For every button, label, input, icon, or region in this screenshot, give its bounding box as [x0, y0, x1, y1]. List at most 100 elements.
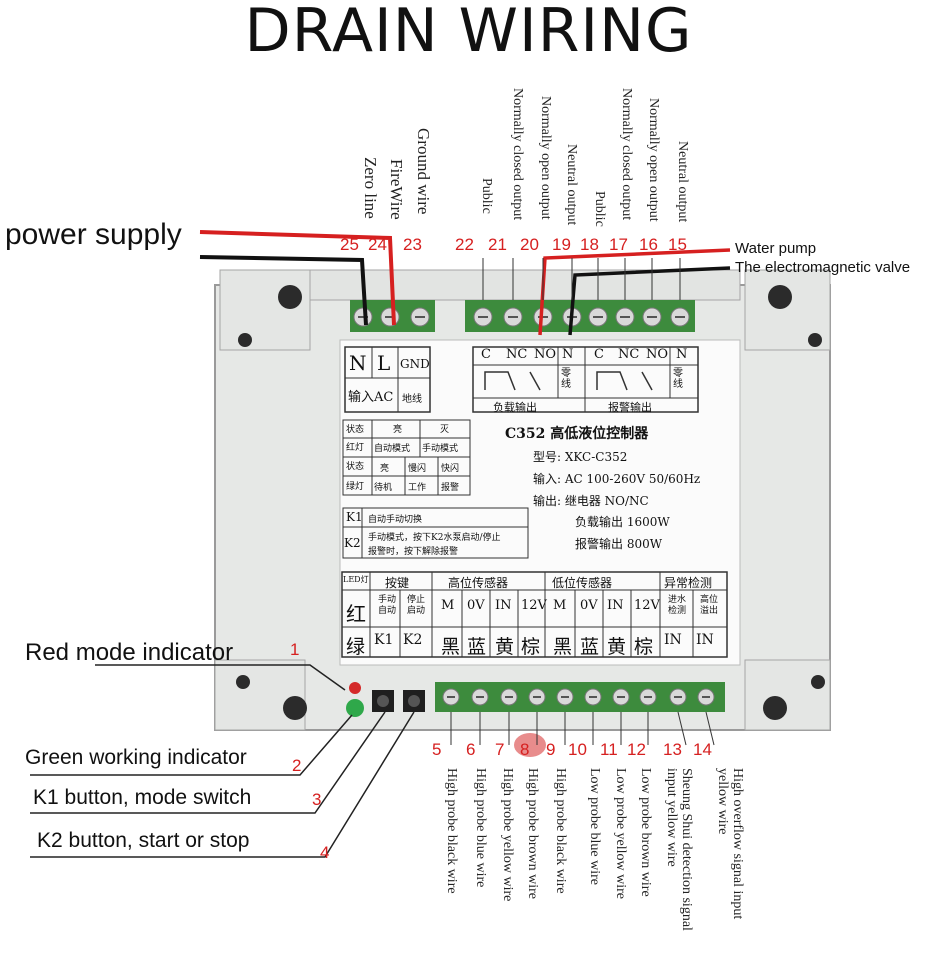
relay-contact: NO — [534, 347, 557, 362]
status-cell: 绿灯 — [346, 482, 365, 492]
sensor-header: 异常检测 — [664, 576, 713, 590]
pump-wire — [538, 248, 731, 336]
terminal-number: 15 — [668, 235, 687, 254]
sensor-header: 高位传感器 — [448, 576, 509, 590]
terminal-name: Normally open output — [538, 96, 553, 220]
sensor-cell: 停止启动 — [406, 595, 425, 616]
terminal-number: 20 — [520, 235, 539, 254]
k2-key: K2 — [344, 536, 361, 550]
leader-line — [705, 711, 715, 746]
sensor-cell: 蓝 — [580, 636, 600, 658]
sensor-header: LED灯 — [343, 575, 369, 584]
power-supply-label: power supply — [5, 218, 182, 251]
sensor-cell: 黑 — [553, 636, 573, 658]
alarm-output-caption: 报警输出 — [608, 401, 652, 414]
sensor-cell: 黄 — [607, 636, 627, 658]
terminal-number: 24 — [368, 235, 387, 254]
sensor-cell: IN — [664, 632, 682, 648]
sensor-cell: 黄 — [495, 636, 515, 658]
sensor-cell: 蓝 — [467, 636, 487, 658]
leader-line — [677, 711, 687, 746]
ground-caption: 地线 — [402, 394, 422, 405]
status-cell: 自动模式 — [374, 444, 411, 454]
terminal-name: Low probe blue wire — [587, 768, 602, 886]
relay-contact: N — [676, 347, 688, 362]
load-spec: 负载输出 1600W — [575, 515, 670, 529]
terminal-name: Normally open output — [646, 98, 661, 222]
mount-ear-top-left — [219, 269, 311, 351]
neutral-wire — [199, 255, 368, 326]
relay-contact: N — [562, 347, 574, 362]
status-cell: 慢闪 — [408, 464, 427, 474]
input-gnd: GND — [400, 357, 430, 371]
mount-hole — [283, 696, 307, 720]
terminal-name: Public — [592, 191, 607, 227]
status-cell: 状态 — [346, 425, 365, 435]
terminal-name: Low probe yellow wire — [613, 768, 628, 900]
callout-4: 4 — [320, 843, 330, 862]
status-cell: 状态 — [346, 462, 365, 472]
mount-hole — [808, 333, 822, 347]
sensor-cell: 12V — [634, 598, 660, 613]
k2-label: K2 button, start or stop — [37, 829, 250, 852]
terminal-number: 23 — [403, 235, 422, 254]
terminal-block-probes — [435, 682, 665, 712]
leader-green-indicator — [30, 714, 353, 776]
red-led — [349, 682, 361, 694]
terminal-number: 7 — [495, 740, 505, 759]
load-output-caption: 负载输出 — [493, 401, 537, 414]
status-cell: 待机 — [374, 483, 393, 493]
mount-ear-bottom-right — [744, 659, 831, 731]
input-caption: 输入AC — [348, 390, 394, 405]
input-l: L — [377, 351, 391, 375]
k1-key: K1 — [346, 510, 363, 524]
input-spec: 输入: AC 100-260V 50/60Hz — [533, 472, 701, 486]
relay-contact: NO — [646, 347, 669, 362]
sensor-cell: 进水检测 — [667, 595, 686, 616]
bottom-terminal-screws — [442, 688, 715, 706]
sensor-cell: M — [441, 598, 455, 613]
k2-desc-1: 手动模式，按下K2水泵启动/停止 — [368, 533, 501, 543]
sensor-cell: IN — [696, 632, 714, 648]
terminal-name: High probe yellow wire — [500, 768, 515, 902]
terminal-number: 8 — [520, 740, 530, 759]
neutral-caption-2: 零线 — [673, 368, 683, 390]
terminal-name: Sheung Shui detection signal input yello… — [664, 768, 694, 931]
terminal-number: 16 — [639, 235, 658, 254]
page-title: DRAIN WIRING — [244, 0, 693, 66]
status-cell: 报警 — [441, 483, 460, 493]
button-table — [342, 507, 529, 559]
status-cell: 手动模式 — [422, 444, 459, 454]
sensor-cell: 绿 — [346, 636, 366, 658]
top-leader-lines — [482, 258, 681, 300]
terminal-number: 6 — [466, 740, 476, 759]
sensor-cell: 棕 — [521, 636, 541, 658]
terminal-number: 13 — [663, 740, 682, 759]
front-label-panel — [339, 339, 741, 666]
k1-label: K1 button, mode switch — [33, 786, 252, 809]
terminal-number: 22 — [455, 235, 474, 254]
status-cell: 快闪 — [441, 464, 460, 474]
sensor-table — [341, 571, 728, 658]
model-title: C352 高低液位控制器 — [505, 426, 649, 442]
terminal-number: 10 — [568, 740, 587, 759]
housing-top-rail — [264, 269, 741, 301]
terminal-name: High probe brown wire — [525, 768, 540, 900]
terminal-number: 9 — [546, 740, 556, 759]
terminal-name: Low probe brown wire — [638, 768, 653, 897]
callout-3: 3 — [312, 790, 322, 809]
callout-1: 1 — [290, 640, 300, 659]
terminal-name: High probe black wire — [444, 768, 459, 894]
terminal-name: High overflow signal input yellow wire — [715, 768, 745, 920]
terminal-name: Normally closed output — [619, 88, 634, 221]
red-tab — [514, 733, 546, 757]
relay-contact: NC — [506, 347, 528, 362]
leader-k2 — [30, 711, 415, 858]
mount-hole — [236, 675, 250, 689]
status-cell: 亮 — [393, 425, 403, 435]
k2-desc-2: 报警时，按下解除报警 — [368, 547, 459, 557]
sensor-header: 按键 — [385, 576, 410, 590]
alarm-spec: 报警输出 800W — [575, 537, 663, 551]
input-n: N — [349, 351, 367, 375]
